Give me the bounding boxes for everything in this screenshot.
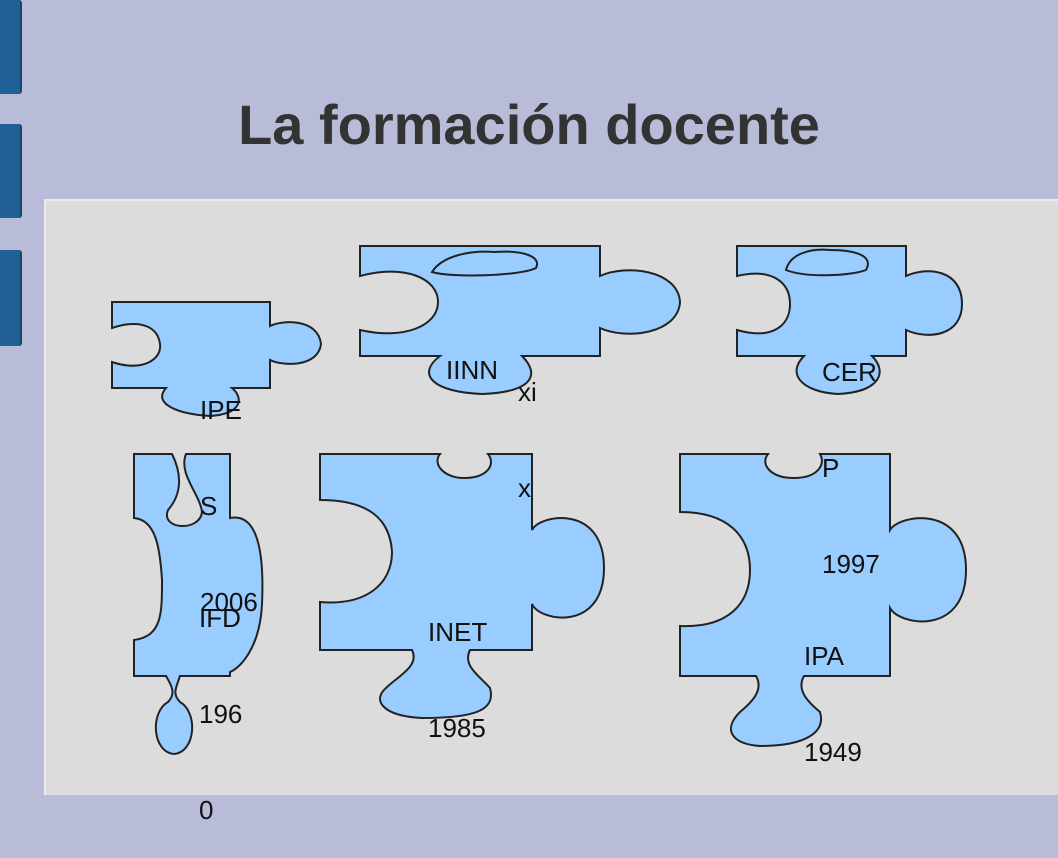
iinn-extra-line-1: xi (518, 377, 537, 407)
ipes-line-3: 2006 (200, 587, 258, 617)
ipa-line-2: 1949 (804, 737, 862, 767)
iinn-extra-line-2: x (518, 473, 531, 503)
ifd-line-1: IFD (199, 603, 241, 633)
side-tab-1 (0, 0, 22, 94)
ipes-label: IPE S 2006 (200, 330, 258, 650)
cerp-line-2: P (822, 453, 840, 483)
puzzle-piece-iinn (359, 245, 682, 396)
cerp-label: CER P 1997 (822, 292, 880, 612)
ipa-label: IPA 1949 (804, 576, 862, 800)
puzzle-piece-cerp (736, 245, 964, 396)
puzzle-piece-inet (319, 453, 606, 720)
side-tab-3 (0, 250, 22, 346)
ifd-label: IFD 196 0 (199, 538, 242, 858)
iinn-label: IINN (446, 290, 498, 418)
puzzle-pieces (111, 245, 968, 756)
inet-line-2: 1985 (428, 713, 486, 743)
ifd-line-2: 196 (199, 699, 243, 729)
side-tab-2 (0, 124, 22, 218)
iinn-extra-label: xi x (518, 312, 537, 536)
inet-label: INET 1985 (428, 552, 487, 776)
inet-line-1: INET (428, 617, 488, 647)
puzzle-piece-ipes (111, 301, 323, 418)
ipes-line-1: IPE (200, 395, 242, 425)
puzzle-piece-ifd (133, 453, 264, 756)
ipes-line-2: S (200, 491, 218, 521)
page-title: La formación docente (238, 93, 820, 156)
cerp-line-3: 1997 (822, 549, 880, 579)
ipa-line-1: IPA (804, 641, 844, 671)
iinn-line-1: IINN (446, 355, 498, 385)
cerp-line-1: CER (822, 357, 877, 387)
puzzle-piece-ipa (679, 453, 968, 748)
ifd-line-3: 0 (199, 795, 214, 825)
